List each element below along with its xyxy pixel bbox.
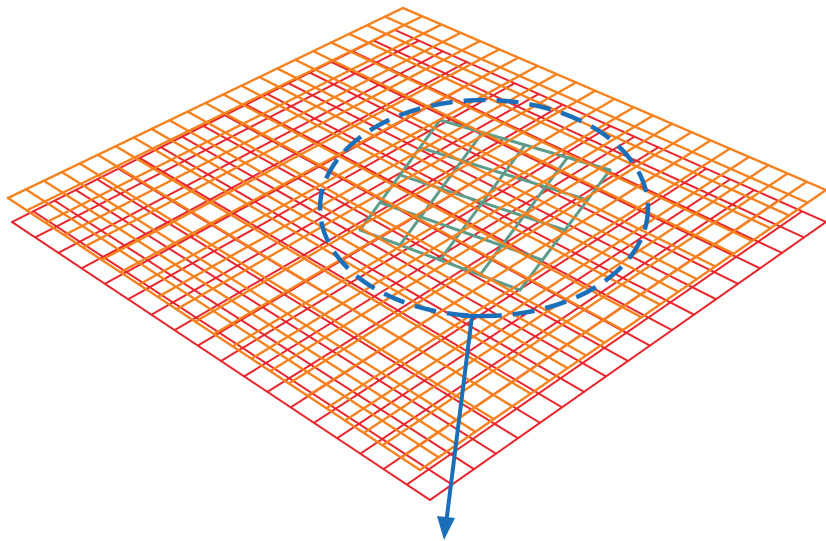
- orange-mesh-line-b: [78, 162, 495, 421]
- orange-mesh-line-b: [24, 188, 440, 459]
- annotations: [317, 97, 651, 540]
- orange-mesh-line-a: [250, 114, 655, 360]
- orange-mesh-line-a: [231, 106, 635, 348]
- red-mesh-line-b: [74, 189, 497, 455]
- red-mesh-line-a: [405, 210, 804, 486]
- arrow-head: [437, 516, 455, 540]
- arrow-shaft: [444, 314, 474, 526]
- orange-mesh-line-b: [150, 127, 569, 370]
- orange-mesh-line-a: [343, 155, 751, 422]
- orange-mesh-line-b: [6, 196, 422, 472]
- top-orange-mesh: [6, 6, 826, 472]
- orange-mesh-line-a: [287, 130, 693, 385]
- red-mesh-line-b: [32, 210, 453, 486]
- orange-mesh-line-a: [362, 163, 770, 435]
- orange-mesh-line-b: [168, 119, 588, 357]
- orange-mesh-line-b: [60, 170, 477, 433]
- green-grid-line-a: [518, 168, 612, 292]
- orange-mesh-line-a: [325, 147, 732, 410]
- red-mesh-line-b: [11, 221, 431, 501]
- red-mesh-line-a: [429, 221, 826, 501]
- orange-mesh-line-b: [42, 179, 459, 446]
- orange-mesh-line-a: [418, 188, 826, 472]
- orange-mesh-line-a: [400, 180, 808, 459]
- orange-mesh-line-a: [269, 122, 674, 373]
- orange-mesh-line-a: [381, 172, 789, 447]
- orange-mesh-line-b: [96, 153, 514, 408]
- orange-mesh-line-b: [186, 110, 606, 344]
- red-mesh-line-b: [53, 199, 475, 471]
- orange-mesh-line-b: [114, 144, 532, 395]
- orange-mesh-line-b: [204, 101, 625, 332]
